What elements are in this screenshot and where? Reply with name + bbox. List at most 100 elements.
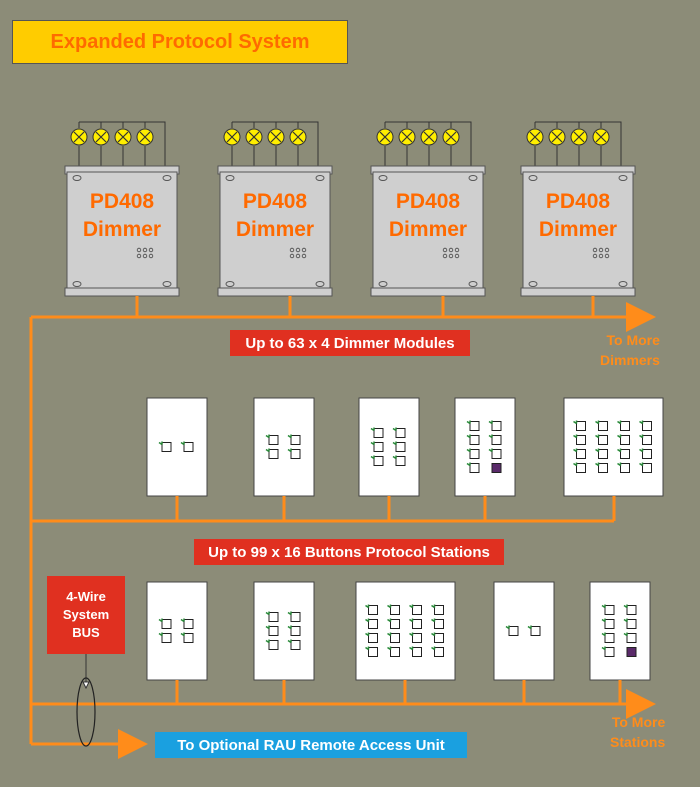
lamp-cross: [423, 131, 435, 143]
indicator-dot: [454, 247, 460, 253]
dimmer-bottom-flange: [217, 287, 333, 297]
dimmer-type-text: Dimmer: [236, 218, 314, 241]
button-led: [409, 618, 414, 623]
dimmer-bottom-flange: [64, 287, 180, 297]
station-button: [412, 605, 422, 615]
lamp-cross: [379, 131, 391, 143]
button-led: [265, 611, 270, 616]
station-button: [620, 449, 630, 459]
lamp-cross: [139, 131, 151, 143]
indicator-dot: [442, 253, 448, 259]
station-button: [604, 619, 615, 629]
station-button: [268, 640, 279, 650]
indicator-dot: [295, 247, 301, 253]
button-led: [595, 420, 600, 425]
button-led: [431, 604, 436, 609]
bus-loop-icon: [76, 677, 96, 747]
indicator-dot: [454, 253, 460, 259]
lamp-wire: [232, 121, 319, 166]
lamp-cross: [573, 131, 585, 143]
button-led: [488, 448, 493, 453]
button-led: [158, 618, 163, 623]
lamp-wire: [535, 121, 622, 166]
screw: [468, 175, 478, 181]
station-button: [604, 647, 615, 657]
dimmer-model-text: PD408: [396, 190, 461, 213]
indicator-dot: [301, 253, 307, 259]
screw: [618, 175, 628, 181]
button-led: [409, 632, 414, 637]
station-button: [604, 605, 615, 615]
indicator-dot: [142, 253, 148, 259]
button-led: [265, 639, 270, 644]
station-button: [626, 619, 637, 629]
button-led: [617, 448, 622, 453]
station-button: [604, 633, 615, 643]
rau-label: To Optional RAU Remote Access Unit: [155, 732, 467, 758]
dimmer-module: [219, 171, 331, 291]
screw: [315, 175, 325, 181]
dimmer-modules-label: Up to 63 x 4 Dimmer Modules: [230, 330, 470, 356]
lamp-cross: [292, 131, 304, 143]
station-button: [469, 449, 480, 459]
station-button: [576, 435, 586, 445]
indicator-dot: [592, 247, 598, 253]
station-button: [268, 612, 279, 622]
indicator-dot: [142, 247, 148, 253]
button-led: [392, 441, 397, 446]
lamp-cross: [551, 131, 563, 143]
indicator-dot: [136, 253, 142, 259]
button-led: [623, 632, 628, 637]
button-led: [601, 632, 606, 637]
button-led: [180, 632, 185, 637]
station-indicator: [626, 647, 637, 657]
station-button: [598, 421, 608, 431]
button-led: [573, 462, 578, 467]
button-led: [466, 462, 471, 467]
lamp-cross: [529, 131, 541, 143]
station-button: [268, 449, 279, 459]
lamp-cross: [270, 131, 282, 143]
protocol-station: [589, 581, 651, 681]
button-led: [639, 420, 644, 425]
station-button: [368, 633, 378, 643]
station-button: [290, 626, 301, 636]
lamp-cross: [226, 131, 238, 143]
indicator-dot: [301, 247, 307, 253]
indicator-dot: [604, 247, 610, 253]
station-button: [469, 421, 480, 431]
button-led: [617, 462, 622, 467]
screw: [528, 281, 538, 287]
indicator-dot: [148, 247, 154, 253]
button-led: [392, 455, 397, 460]
station-button: [290, 612, 301, 622]
button-led: [287, 625, 292, 630]
lamp-cross: [248, 131, 260, 143]
screw: [468, 281, 478, 287]
wire-bus-line2: System: [62, 607, 110, 622]
to-more-stations-line2: Stations: [610, 734, 666, 750]
button-led: [595, 434, 600, 439]
screw: [378, 175, 388, 181]
screw: [528, 175, 538, 181]
station-button: [290, 435, 301, 445]
station-button: [576, 449, 586, 459]
button-led: [387, 618, 392, 623]
station-button: [576, 463, 586, 473]
indicator-dot: [148, 253, 154, 259]
button-led: [265, 448, 270, 453]
indicator-dot: [289, 253, 295, 259]
button-led: [623, 618, 628, 623]
station-button: [183, 619, 194, 629]
station-button: [642, 449, 652, 459]
station-button: [434, 647, 444, 657]
screw: [225, 281, 235, 287]
screw: [72, 175, 82, 181]
button-led: [370, 455, 375, 460]
indicator-dot: [295, 253, 301, 259]
button-led: [287, 611, 292, 616]
button-led: [180, 441, 185, 446]
station-button: [576, 421, 586, 431]
dimmer-model-text: PD408: [243, 190, 308, 213]
station-indicator: [491, 463, 502, 473]
